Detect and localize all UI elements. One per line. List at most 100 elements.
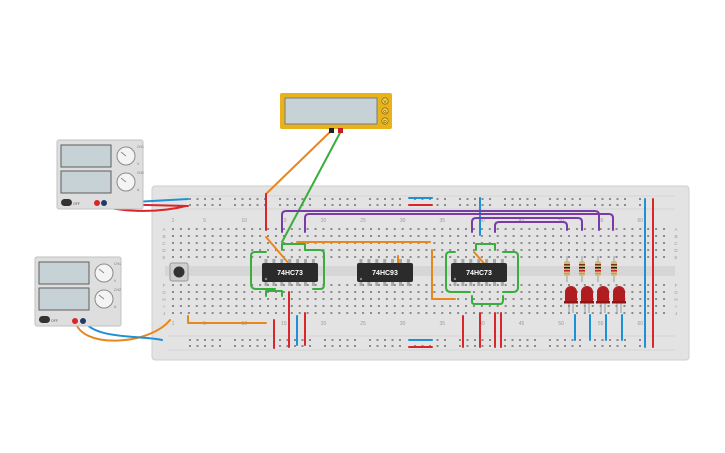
row-letter: D: [674, 248, 678, 253]
row-letter: A: [674, 227, 677, 232]
chip-pins: [264, 259, 504, 286]
column-number: 20: [321, 321, 327, 327]
wire-green[interactable]: [471, 295, 504, 305]
center-channel: [165, 266, 675, 276]
power-toggle[interactable]: [61, 199, 72, 206]
terminal-positive[interactable]: [94, 200, 100, 206]
lcd-connector: [329, 128, 334, 133]
row-letter: E: [674, 255, 677, 260]
lcd-pins: V G D: [381, 97, 389, 125]
wire-green[interactable]: [502, 251, 519, 293]
terminal-negative[interactable]: [80, 318, 86, 324]
knob-label: CH2: [137, 171, 144, 175]
row-letter: G: [674, 290, 678, 295]
wire-green[interactable]: [281, 243, 306, 251]
row-letter: E: [162, 255, 165, 260]
led[interactable]: [581, 286, 593, 303]
lcd-pin-label: G: [383, 109, 387, 114]
wire-green[interactable]: [445, 251, 471, 293]
row-letter: I: [675, 304, 676, 309]
supply-display: [60, 144, 112, 168]
wire-green[interactable]: [265, 290, 283, 297]
column-number: 55: [598, 218, 604, 224]
row-letter: H: [674, 297, 677, 302]
column-number: 5: [203, 218, 206, 224]
wire-green[interactable]: [281, 130, 342, 243]
led[interactable]: [565, 286, 577, 303]
terminal-negative[interactable]: [101, 200, 107, 206]
column-number: 60: [637, 218, 643, 224]
chip-label: 74HC93: [372, 270, 398, 277]
push-button[interactable]: [169, 262, 189, 282]
chip-label: 74HC73: [466, 270, 492, 277]
row-letter: G: [162, 290, 166, 295]
off-label: OFF: [51, 319, 58, 323]
chip-74hc93[interactable]: 74HC93: [357, 263, 413, 282]
wire-purple[interactable]: [471, 217, 583, 233]
side-label: A: [137, 188, 140, 192]
row-letter: H: [162, 297, 165, 302]
supply-display: [38, 261, 90, 285]
column-number: 30: [400, 218, 406, 224]
wire-orange[interactable]: [431, 249, 456, 300]
row-letter: F: [163, 283, 166, 288]
terminal-positive[interactable]: [72, 318, 78, 324]
column-number: 25: [360, 321, 366, 327]
power-supply-bottom[interactable]: CH1 CH2 V A OFF: [34, 256, 122, 327]
column-number: 45: [519, 321, 525, 327]
column-number: 40: [479, 218, 485, 224]
row-letter: F: [675, 283, 678, 288]
column-number: 30: [400, 321, 406, 327]
lcd-pin-label: D: [383, 119, 387, 124]
resistors[interactable]: [564, 256, 617, 282]
column-number: 40: [479, 321, 485, 327]
wire-green[interactable]: [304, 249, 325, 290]
leds[interactable]: [564, 286, 626, 313]
power-toggle[interactable]: [39, 316, 50, 323]
column-number: 10: [241, 218, 247, 224]
column-number: 35: [439, 218, 445, 224]
row-letter: J: [163, 311, 165, 316]
column-number: 1: [172, 321, 175, 327]
supply-display: [38, 287, 90, 311]
side-label: V: [137, 162, 140, 166]
knob-label: CH1: [114, 262, 121, 266]
row-letter: B: [674, 234, 677, 239]
lcd-display[interactable]: V G D: [280, 93, 392, 133]
row-letter: C: [162, 241, 166, 246]
row-letter: B: [162, 234, 165, 239]
column-number: 20: [321, 218, 327, 224]
chip-label: 74HC73: [277, 270, 303, 277]
side-label: V: [114, 279, 117, 283]
wire-orange[interactable]: [265, 130, 332, 195]
wire-orange[interactable]: [187, 315, 267, 324]
chip-74hc73-right[interactable]: 74HC73: [451, 263, 507, 282]
off-label: OFF: [73, 202, 80, 206]
led[interactable]: [613, 286, 625, 303]
column-number: 60: [637, 321, 643, 327]
wire-orange[interactable]: [74, 319, 171, 342]
row-letter: A: [162, 227, 165, 232]
wire-orange[interactable]: [265, 236, 291, 266]
column-number: 1: [172, 218, 175, 224]
wire-purple[interactable]: [494, 221, 568, 233]
wire-green[interactable]: [250, 251, 276, 290]
power-supply-top[interactable]: CH1 CH2 V A OFF: [56, 139, 144, 210]
knob-label: CH2: [114, 288, 121, 292]
column-number: 50: [558, 321, 564, 327]
led[interactable]: [597, 286, 609, 303]
column-number: 55: [598, 321, 604, 327]
chip-74hc73-left[interactable]: 74HC73: [262, 263, 318, 282]
lcd-connector: [338, 128, 343, 133]
knob-label: CH1: [137, 145, 144, 149]
column-number: 15: [281, 218, 287, 224]
row-letter: J: [675, 311, 677, 316]
row-letter: I: [163, 304, 164, 309]
wire-green[interactable]: [475, 243, 496, 251]
lcd-pin-label: V: [383, 99, 386, 104]
supply-display: [60, 170, 112, 194]
column-number: 15: [281, 321, 287, 327]
wire-purple[interactable]: [304, 213, 614, 233]
